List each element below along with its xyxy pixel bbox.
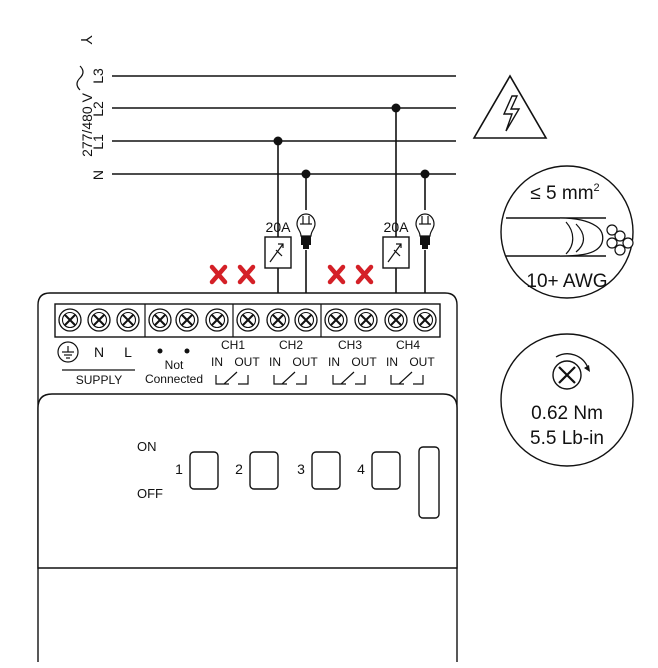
terminal-screw-icon [87,308,111,332]
terminal-screw-icon [148,308,172,332]
line-label-l3: L3 [90,68,106,84]
terminal-screw-icon [236,308,260,332]
supply-voltage-label: 277/480 V [79,92,95,156]
channel-out-label: OUT [292,355,318,369]
terminal-screw-icon [354,308,378,332]
channel-in-label: IN [269,355,281,369]
channel-name-label: CH1 [221,338,245,352]
channel-in-label: IN [386,355,398,369]
terminal-label-l: L [124,344,132,360]
dip-switch-number: 1 [175,461,183,477]
terminal-screw-icon [413,308,437,332]
svg-text:20A: 20A [384,219,410,235]
relay-contact-icon [273,371,307,385]
dip-switch-panel [37,393,458,569]
dip-switch-number: 2 [235,461,243,477]
not-connected-label: Connected [145,372,203,386]
phase-symbol: ⅄ [79,35,96,46]
channel-name-label: CH3 [338,338,362,352]
torque-nm-label: 0.62 Nm [531,403,603,424]
channel-out-label: OUT [409,355,435,369]
svg-text:⅄: ⅄ [79,35,96,46]
relay-contact-icon [332,371,366,385]
line-label-l2: L2 [90,101,106,117]
relay-contact-icon [390,371,424,385]
channel-out-label: OUT [234,355,260,369]
awg-label: 10+ AWG [526,271,607,292]
terminal-screw-icon [384,308,408,332]
terminal-screws [58,308,437,332]
terminal-screw-icon [266,308,290,332]
channel-in-label: IN [328,355,340,369]
electrical-hazard-icon [472,74,548,139]
lamp-icon [296,213,316,249]
channel-name-label: CH4 [396,338,420,352]
torque-spec-badge: 0.62 Nm 5.5 Lb-in [500,333,634,467]
line-label-l1: L1 [90,134,106,150]
dip-switch-1[interactable] [189,451,219,490]
lamp-icon [415,213,435,249]
dip-switch-number: 4 [357,461,365,477]
channel-name-label: CH2 [279,338,303,352]
terminal-screw-icon [58,308,82,332]
panel-slot [418,446,440,519]
torque-lbin-label: 5.5 Lb-in [530,428,604,449]
off-label: OFF [137,486,163,501]
terminal-screw-icon [205,308,229,332]
on-label: ON [137,439,157,454]
svg-text:20A: 20A [266,219,292,235]
wire-icon [506,217,606,257]
line-label-n: N [90,170,106,180]
dip-switch-4[interactable] [371,451,401,490]
dip-switch-2[interactable] [249,451,279,490]
channel-out-label: OUT [351,355,377,369]
not-connected-label: Not [165,358,184,372]
terminal-screw-icon [294,308,318,332]
earth-icon [57,341,79,363]
dip-switch-number: 3 [297,461,305,477]
channel-in-label: IN [211,355,223,369]
supply-label: SUPPLY [76,373,122,387]
wire-size-label: ≤ 5 mm2 [530,182,599,204]
terminal-screw-icon [116,308,140,332]
svg-text:277/480 V: 277/480 V [79,92,95,156]
screw-torque-icon [552,353,590,390]
relay-contact-icon [215,371,249,385]
circuit-breaker-icon: 20A [264,219,292,269]
circuit-breaker-icon: 20A [382,219,410,269]
tilde-symbol [76,65,84,91]
terminal-screw-icon [175,308,199,332]
wire-spec-badge: ≤ 5 mm2 10+ AWG [500,165,634,299]
terminal-screw-icon [324,308,348,332]
dip-switch-3[interactable] [311,451,341,490]
terminal-label-n: N [94,344,104,360]
do-not-connect-x-icon [209,264,374,285]
